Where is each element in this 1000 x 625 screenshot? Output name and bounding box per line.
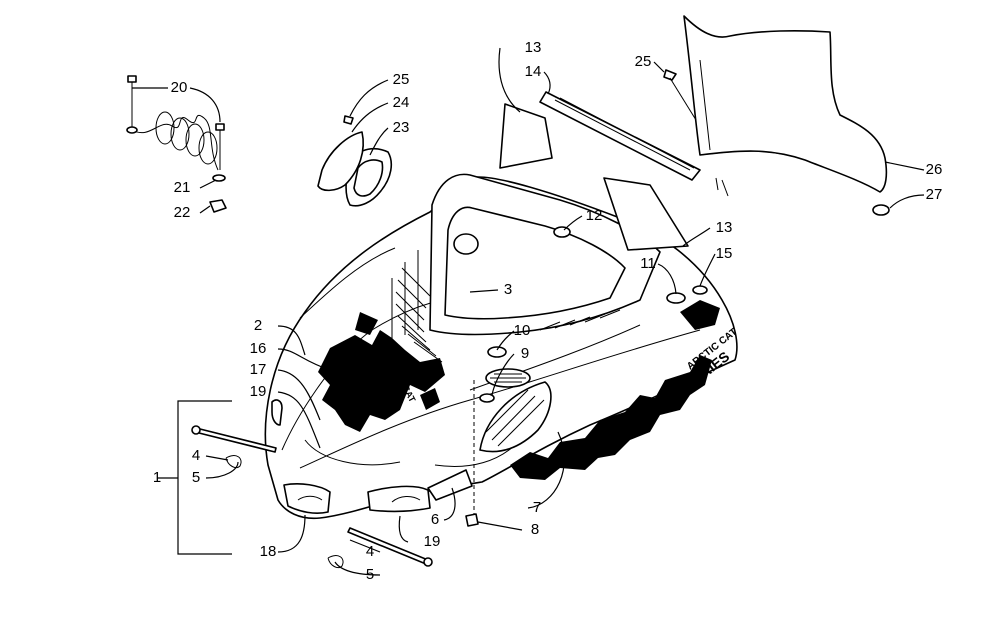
hinge-pin-lower <box>327 527 433 569</box>
deflector-right-part <box>603 177 689 251</box>
callout-5-lower: 5 <box>366 566 374 583</box>
callout-15: 15 <box>716 245 733 262</box>
tether-cable-part <box>126 75 227 213</box>
callout-9: 9 <box>521 345 529 362</box>
callout-14: 14 <box>525 63 542 80</box>
callout-13-right: 13 <box>716 219 733 236</box>
latch-clip-part <box>465 380 479 527</box>
callout-10: 10 <box>514 322 531 339</box>
reflective-strip-part <box>539 91 701 181</box>
callout-23: 23 <box>393 119 410 136</box>
mirror-bezel-24 <box>317 131 364 192</box>
callout-27: 27 <box>926 186 943 203</box>
side-vent-lens <box>427 469 473 501</box>
callout-4-upper: 4 <box>192 447 200 464</box>
callout-5-upper: 5 <box>192 469 200 486</box>
callout-25-left: 25 <box>393 71 410 88</box>
grommet-11 <box>666 292 686 304</box>
callout-18: 18 <box>260 543 277 560</box>
callout-4-lower: 4 <box>366 543 374 560</box>
grommet-10 <box>487 346 507 358</box>
callout-3: 3 <box>504 281 512 298</box>
hinge-pin-upper <box>191 425 277 469</box>
callout-11: 11 <box>640 255 656 272</box>
windshield-screw-25 <box>663 69 697 121</box>
callout-12: 12 <box>586 207 603 224</box>
grommet-15 <box>692 285 708 295</box>
group-bracket-1 <box>177 400 232 555</box>
mirror-screw-25 <box>343 115 354 125</box>
louver-vents <box>395 267 621 363</box>
grommet-12 <box>553 226 571 238</box>
callout-13-top: 13 <box>525 39 542 56</box>
left-side-vent <box>271 399 283 426</box>
deflector-left-part <box>499 103 553 169</box>
callout-19-lower: 19 <box>424 533 441 550</box>
callout-leaders <box>132 47 925 576</box>
callout-19-upper: 19 <box>250 383 267 400</box>
callout-8: 8 <box>531 521 539 538</box>
windshield-washer-27 <box>872 204 890 216</box>
hood-camo-decal <box>318 312 445 432</box>
grommet-9 <box>479 393 495 403</box>
headlight-lens-left <box>283 483 331 514</box>
callout-20: 20 <box>171 79 188 96</box>
callout-1: 1 <box>153 469 161 486</box>
headlight-lens-right <box>367 485 431 513</box>
callout-17: 17 <box>250 361 267 378</box>
mesh-grille-part <box>479 368 552 453</box>
callout-25-right: 25 <box>635 53 652 70</box>
callout-26: 26 <box>926 161 943 178</box>
callout-6: 6 <box>431 511 439 528</box>
callout-2: 2 <box>254 317 262 334</box>
callout-24: 24 <box>393 94 410 111</box>
callout-21: 21 <box>174 179 191 196</box>
callout-22: 22 <box>174 204 191 221</box>
side-camo-decal <box>510 300 720 480</box>
windshield-part <box>683 15 888 197</box>
callout-16: 16 <box>250 340 267 357</box>
callout-7: 7 <box>533 499 541 516</box>
